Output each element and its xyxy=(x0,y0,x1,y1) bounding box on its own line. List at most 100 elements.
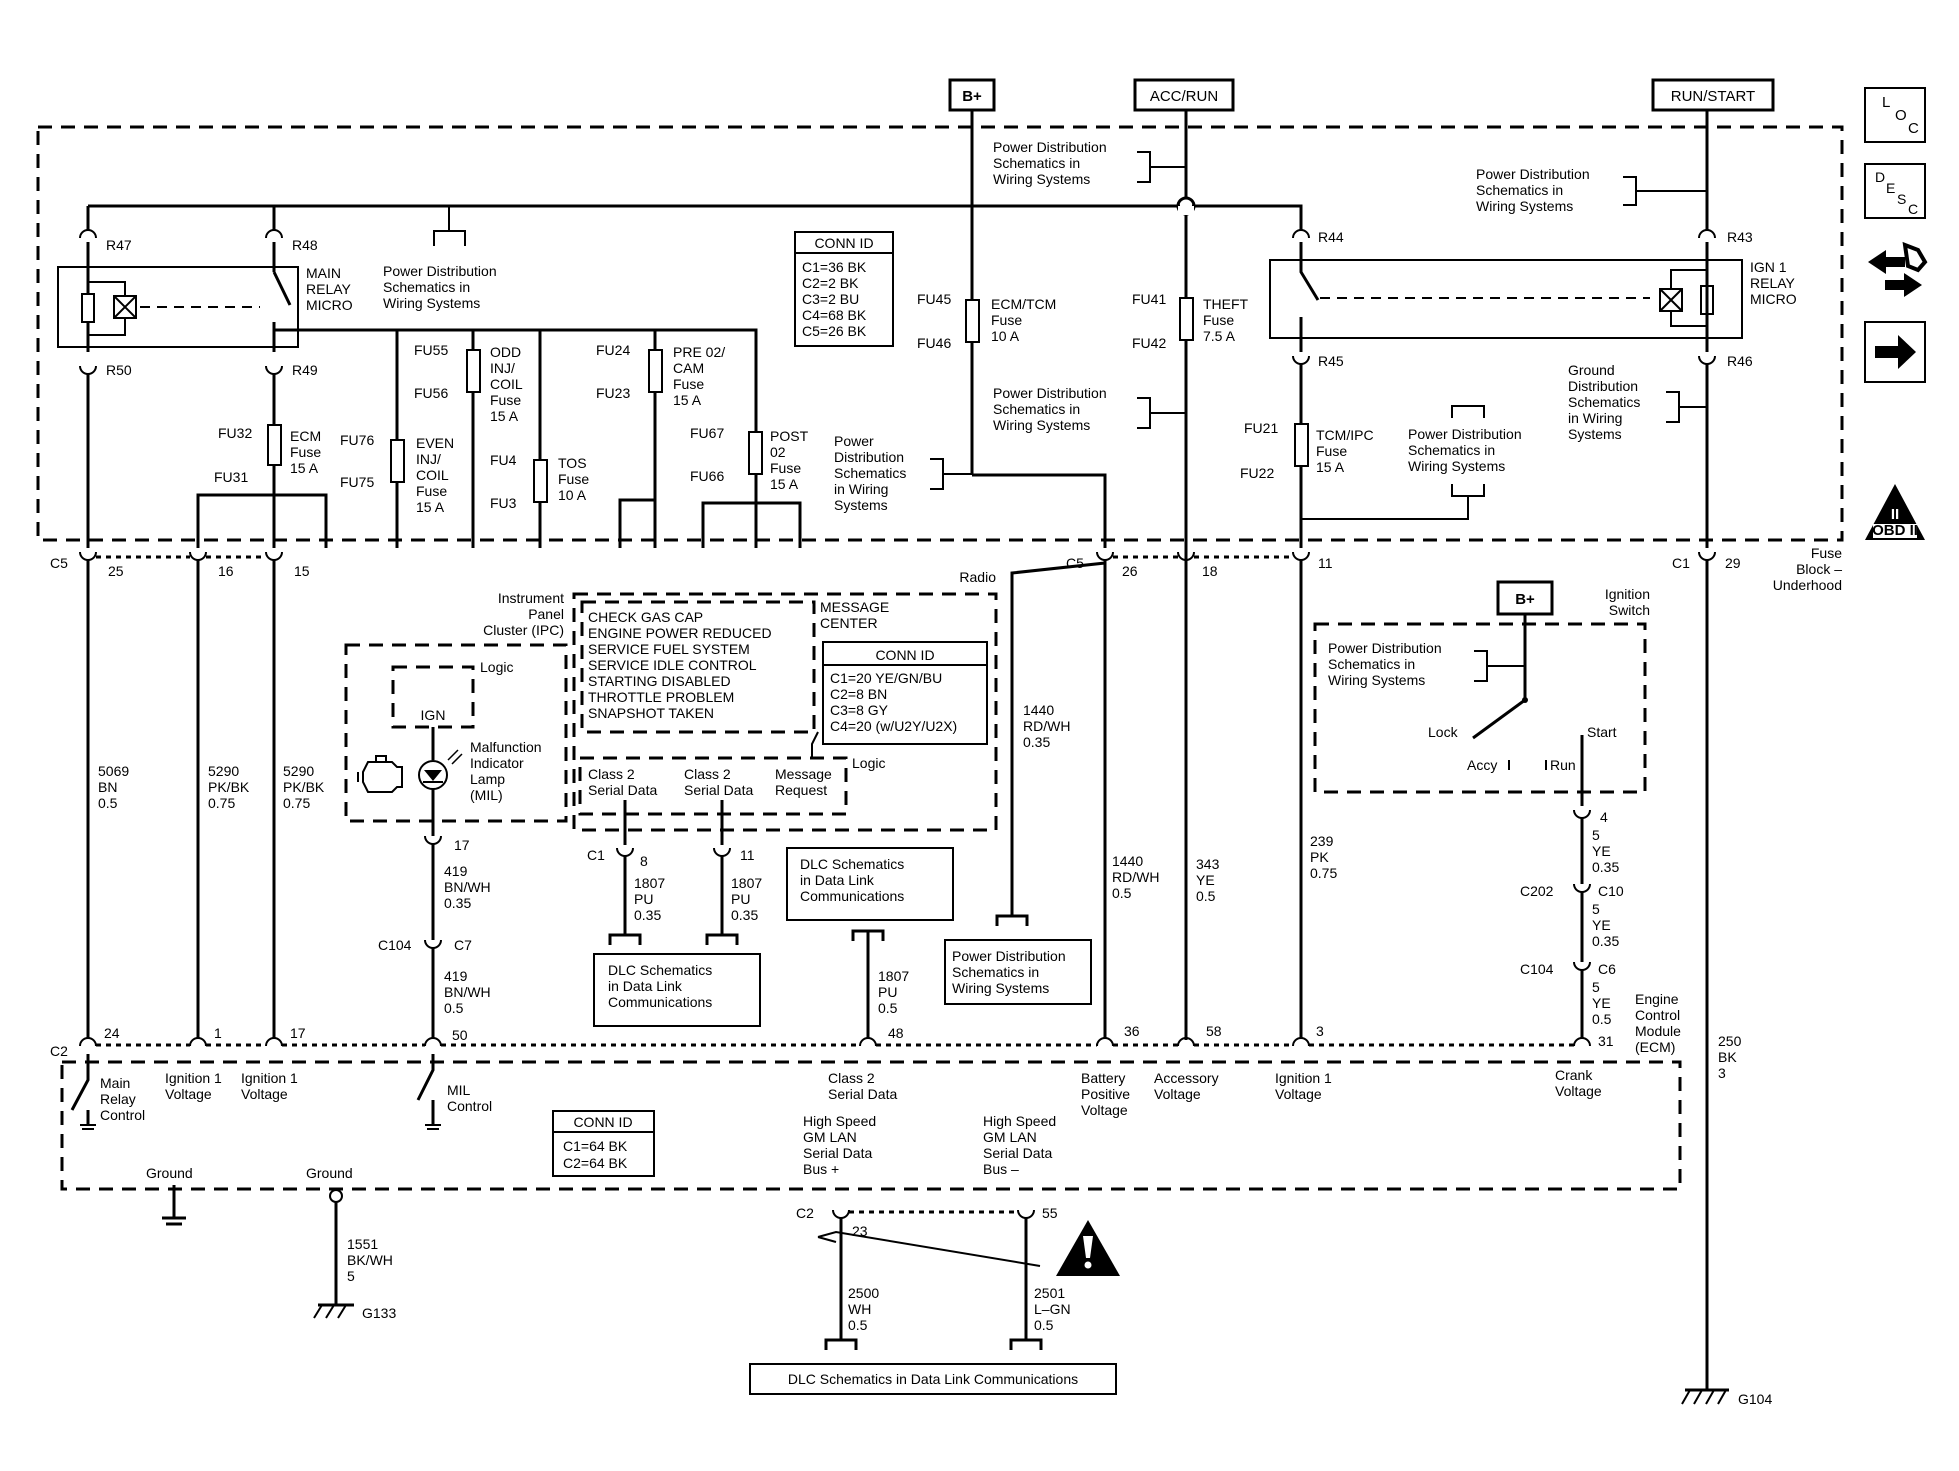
ecm-gmlan-minus: High Speed GM LAN Serial Data Bus – xyxy=(983,1113,1056,1177)
next-arrow-icon[interactable] xyxy=(1864,321,1926,383)
main-relay-label: MAIN RELAY MICRO xyxy=(306,265,353,313)
svg-text:PU: PU xyxy=(878,984,897,1000)
desc-icon[interactable]: D E S C xyxy=(1864,163,1926,219)
wire-5-b: 5 YE 0.35 xyxy=(1592,901,1619,949)
svg-text:Switch: Switch xyxy=(1609,602,1650,618)
ipc-box xyxy=(344,643,568,823)
svg-text:Malfunction: Malfunction xyxy=(470,739,542,755)
wire-1807-c: 1807 PU 0.5 xyxy=(878,968,909,1016)
svg-text:Class 2: Class 2 xyxy=(684,766,731,782)
svg-text:C1: C1 xyxy=(587,847,605,863)
svg-text:C3=8 GY: C3=8 GY xyxy=(830,702,889,718)
svg-text:8: 8 xyxy=(640,853,648,869)
svg-text:CONN ID: CONN ID xyxy=(573,1114,632,1130)
dlc-box-radio: DLC Schematics in Data Link Communicatio… xyxy=(593,953,761,1027)
svg-text:High Speed: High Speed xyxy=(983,1113,1056,1129)
dlc-box-top: DLC Schematics in Data Link Communicatio… xyxy=(786,847,954,921)
svg-text:Panel: Panel xyxy=(528,606,564,622)
svg-text:Battery: Battery xyxy=(1081,1070,1125,1086)
svg-text:419: 419 xyxy=(444,968,468,984)
wire-1551: 1551 BK/WH 5 xyxy=(347,1236,393,1284)
obd-ii-icon: OBD II II xyxy=(1865,484,1925,540)
fuse-fu45: FU45 xyxy=(917,291,951,307)
svg-text:Serial Data: Serial Data xyxy=(588,782,657,798)
svg-text:Lamp: Lamp xyxy=(470,771,505,787)
svg-text:Schematics: Schematics xyxy=(1568,394,1640,410)
svg-text:0.5: 0.5 xyxy=(98,795,118,811)
svg-text:ODD: ODD xyxy=(490,344,521,360)
svg-text:Control: Control xyxy=(1635,1007,1680,1023)
radio-logic-label: Logic xyxy=(852,755,885,771)
obd-ii-roman: II xyxy=(1891,506,1899,523)
fuse-fu56: FU56 xyxy=(414,385,448,401)
pds-note-acc-middle: Power Distribution Schematics in Wiring … xyxy=(993,385,1186,433)
svg-text:Ground: Ground xyxy=(1568,362,1615,378)
svg-text:15 A: 15 A xyxy=(770,476,799,492)
svg-text:DLC Schematics in Data Link Co: DLC Schematics in Data Link Communicatio… xyxy=(788,1371,1078,1387)
fuse-ecm-tcm-label: ECM/TCM Fuse 10 A xyxy=(991,296,1056,344)
svg-text:17: 17 xyxy=(290,1025,306,1041)
svg-text:DLC Schematics: DLC Schematics xyxy=(800,856,904,872)
svg-text:Power: Power xyxy=(834,433,874,449)
svg-text:Communications: Communications xyxy=(800,888,904,904)
svg-text:Schematics in: Schematics in xyxy=(1408,442,1495,458)
ecm-gmlan-plus: High Speed GM LAN Serial Data Bus + xyxy=(803,1113,876,1177)
source-acc-run: ACC/RUN xyxy=(1133,78,1235,112)
fuse-fu23: FU23 xyxy=(596,385,630,401)
svg-text:Serial Data: Serial Data xyxy=(983,1145,1052,1161)
pds-note-ign-switch: Power Distribution Schematics in Wiring … xyxy=(1328,640,1525,688)
svg-text:7.5 A: 7.5 A xyxy=(1203,328,1236,344)
ecm-crank-voltage: Crank Voltage xyxy=(1555,1067,1602,1099)
ign-switch-pin4: 4 xyxy=(1600,809,1608,825)
svg-text:Fuse: Fuse xyxy=(490,392,521,408)
svg-text:15 A: 15 A xyxy=(416,499,445,515)
fuse-odd-label: ODD INJ/ COIL Fuse 15 A xyxy=(490,344,523,424)
svg-text:Voltage: Voltage xyxy=(1081,1102,1128,1118)
ign-switch-lock: Lock xyxy=(1428,724,1459,740)
fuse-theft-label: THEFT Fuse 7.5 A xyxy=(1203,296,1249,344)
svg-text:G104: G104 xyxy=(1738,1391,1772,1407)
radio-connector-c1: C1 8 11 xyxy=(587,847,755,869)
svg-text:GM LAN: GM LAN xyxy=(983,1129,1037,1145)
ecm-ground-2: Ground xyxy=(306,1165,353,1181)
message-center-messages: CHECK GAS CAP ENGINE POWER REDUCED SERVI… xyxy=(588,609,772,721)
svg-text:5290: 5290 xyxy=(208,763,239,779)
fuse-block-label: Fuse Block – Underhood xyxy=(1773,545,1842,593)
svg-text:0.5: 0.5 xyxy=(444,1000,464,1016)
desc-icon-s: S xyxy=(1897,191,1906,207)
svg-text:SNAPSHOT TAKEN: SNAPSHOT TAKEN xyxy=(588,705,714,721)
svg-text:Voltage: Voltage xyxy=(1154,1086,1201,1102)
svg-text:Fuse: Fuse xyxy=(1316,443,1347,459)
connector-tools-icon[interactable] xyxy=(1868,241,1928,297)
wire-5290-b: 5290 PK/BK 0.75 xyxy=(283,763,325,811)
svg-text:C2: C2 xyxy=(796,1205,814,1221)
pds-note-run-start: Power Distribution Schematics in Wiring … xyxy=(1476,166,1707,214)
svg-text:0.35: 0.35 xyxy=(731,907,758,923)
svg-text:BK: BK xyxy=(1718,1049,1737,1065)
svg-text:C104: C104 xyxy=(1520,961,1554,977)
wire-5-a: 5 YE 0.35 xyxy=(1592,827,1619,875)
svg-text:Message: Message xyxy=(775,766,832,782)
pds-note-b-plus: Power Distribution Schematics in Wiring … xyxy=(834,433,972,513)
splice-r50: R50 xyxy=(106,362,132,378)
svg-text:C2=2 BK: C2=2 BK xyxy=(802,275,859,291)
svg-text:MICRO: MICRO xyxy=(1750,291,1797,307)
svg-text:0.5: 0.5 xyxy=(878,1000,898,1016)
loc-icon-l: L xyxy=(1882,94,1890,111)
loc-icon[interactable]: L O C xyxy=(1864,87,1926,143)
svg-text:5: 5 xyxy=(1592,827,1600,843)
svg-text:Schematics in: Schematics in xyxy=(952,964,1039,980)
ign-switch-run: Run xyxy=(1550,757,1576,773)
wire-250: 250 BK 3 xyxy=(1718,1033,1742,1081)
svg-text:3: 3 xyxy=(1718,1065,1726,1081)
wire-419-a: 419 BN/WH 0.35 xyxy=(444,863,491,911)
svg-text:5290: 5290 xyxy=(283,763,314,779)
svg-text:25: 25 xyxy=(108,563,124,579)
svg-text:THROTTLE PROBLEM: THROTTLE PROBLEM xyxy=(588,689,734,705)
wire-1440-a: 1440 RD/WH 0.35 xyxy=(1023,702,1070,750)
svg-text:Wiring Systems: Wiring Systems xyxy=(993,171,1090,187)
svg-text:1807: 1807 xyxy=(634,875,665,891)
svg-text:Request: Request xyxy=(775,782,827,798)
ground-g104-icon: G104 xyxy=(1681,1388,1772,1407)
fuse-post-label: POST 02 Fuse 15 A xyxy=(770,428,809,492)
